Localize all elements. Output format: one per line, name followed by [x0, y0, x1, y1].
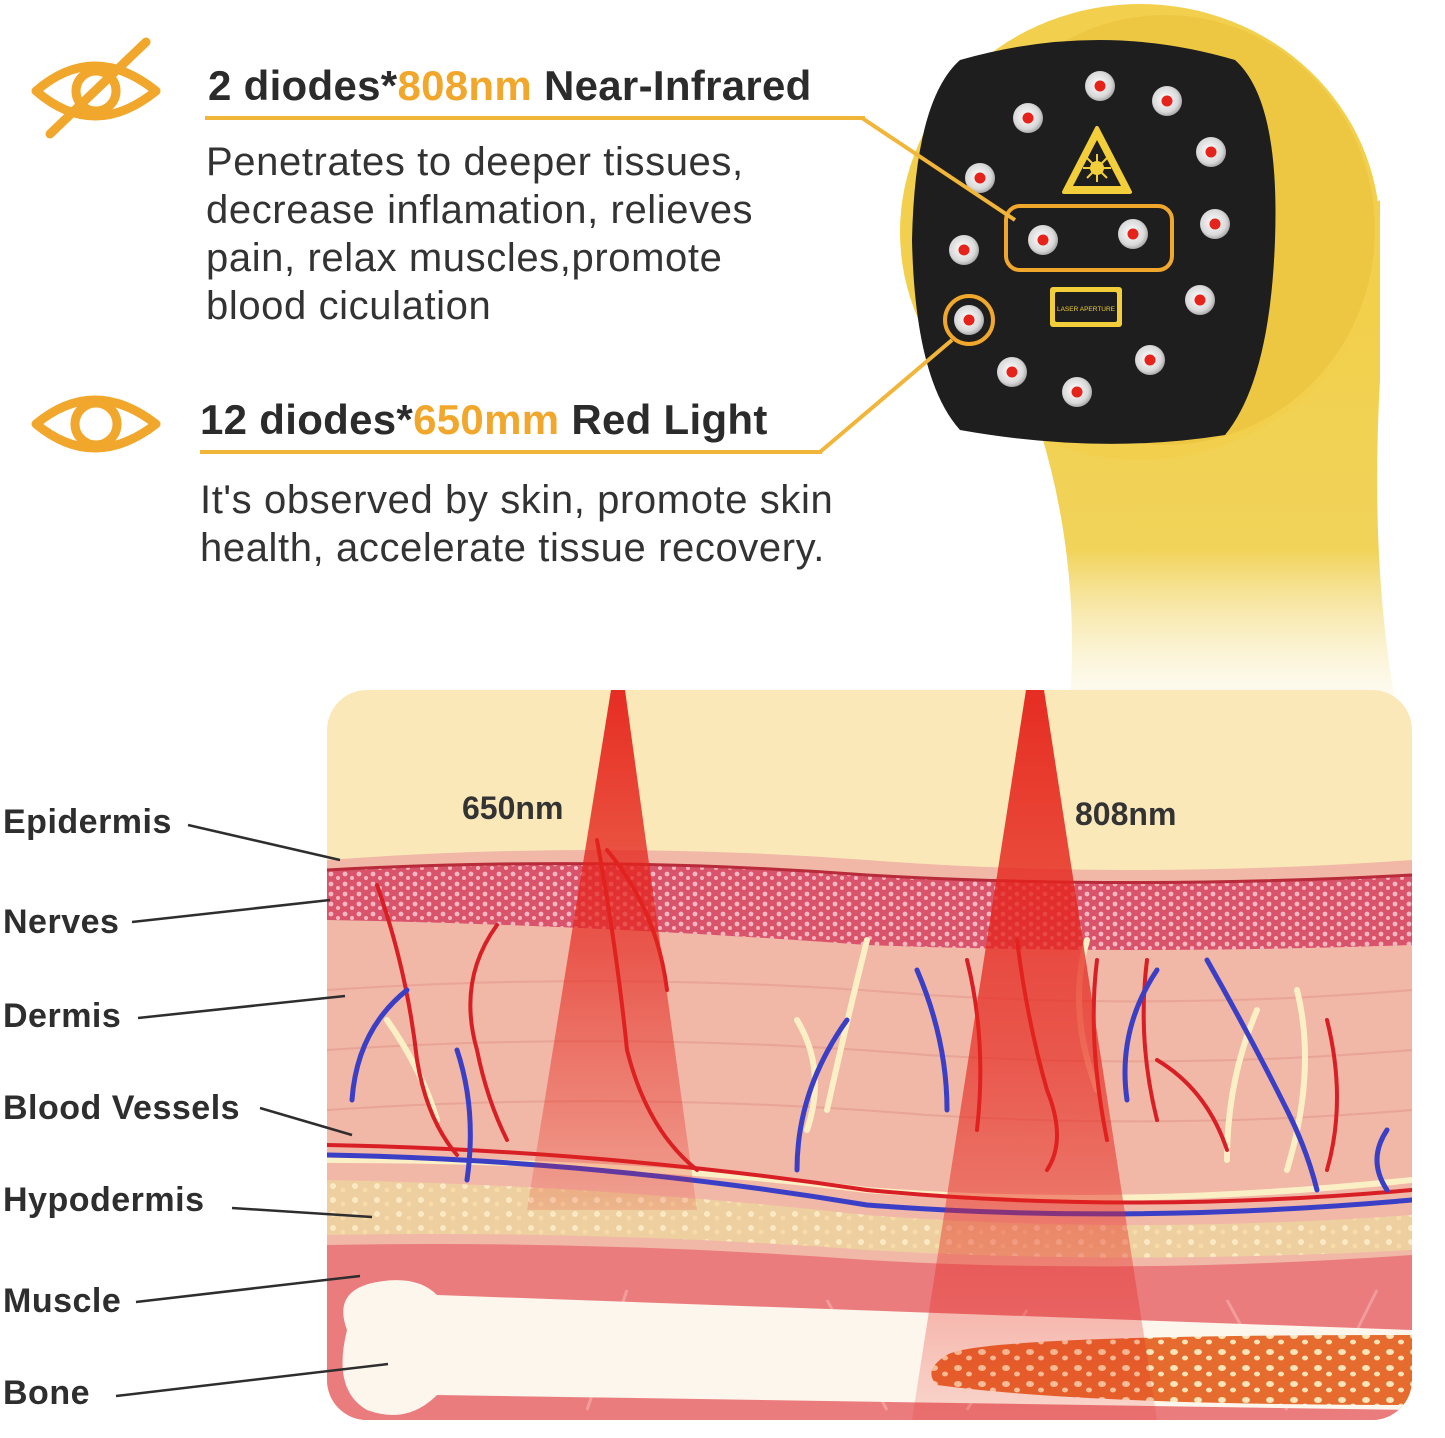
layer-label-epidermis: Epidermis: [3, 803, 172, 841]
layer-label-blood-vessels: Blood Vessels: [3, 1089, 241, 1127]
red-diode: [997, 357, 1027, 387]
laser-warning-icon: [1062, 126, 1132, 194]
red-diode: [1185, 285, 1215, 315]
svg-text:LASER APERTURE: LASER APERTURE: [1057, 306, 1116, 313]
red-diode: [1062, 377, 1092, 407]
layer-label-bone: Bone: [3, 1374, 90, 1412]
leader-dermis: [137, 994, 346, 1020]
infrared-diodes: [1028, 219, 1148, 255]
feature-808nm-title: 2 diodes*808nm Near-Infrared: [208, 62, 812, 109]
layer-label-dermis: Dermis: [3, 997, 122, 1035]
feature-808nm-description: Penetrates to deeper tissues, decrease i…: [206, 140, 754, 328]
red-diode: [949, 235, 979, 265]
laser-aperture-label: LASER APERTURE: [1050, 287, 1122, 327]
infrared-diode-highlight: [1004, 204, 1174, 272]
infrared-diode: [1028, 225, 1058, 255]
feature-808nm-underline: [205, 116, 865, 120]
eye-slash-icon: [31, 37, 161, 139]
feature-650nm-title: 12 diodes*650mm Red Light: [200, 396, 768, 443]
red-diode: [1135, 345, 1165, 375]
red-diode: [1196, 137, 1226, 167]
layer-label-hypodermis: Hypodermis: [3, 1181, 205, 1219]
beam-650nm: [527, 690, 697, 1210]
red-diode: [1013, 103, 1043, 133]
eye-icon: [31, 395, 161, 453]
feature-650nm-underline: [200, 450, 822, 454]
red-diode: [1200, 209, 1230, 239]
leader-epidermis: [187, 823, 341, 862]
leader-nerves: [131, 898, 331, 924]
beam-808nm: [912, 690, 1157, 1420]
laser-device: LASER APERTURE: [900, 4, 1395, 700]
layer-label-nerves: Nerves: [3, 903, 120, 941]
feature-650nm-description: It's observed by skin, promote skin heal…: [200, 478, 834, 570]
layer-label-muscle: Muscle: [3, 1282, 122, 1320]
infrared-diode: [1118, 219, 1148, 249]
skin-cross-section: [327, 690, 1412, 1420]
red-diode: [965, 163, 995, 193]
beam-label-650nm: 650nm: [462, 790, 564, 826]
red-diode: [1152, 86, 1182, 116]
red-diode: [954, 305, 984, 335]
beam-label-808nm: 808nm: [1075, 796, 1177, 832]
red-diode: [1085, 71, 1115, 101]
red-diode-highlight: [943, 294, 995, 346]
